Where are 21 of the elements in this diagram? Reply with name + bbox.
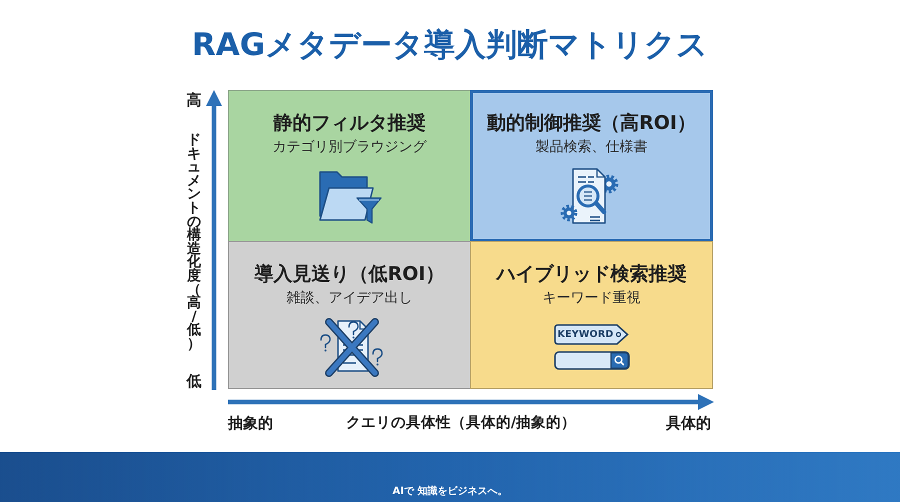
quadrant-heading: 導入見送り（低ROI）: [254, 262, 446, 286]
quadrant-box: [228, 90, 471, 242]
quadrant-box: [470, 241, 713, 389]
axis-end-label: 具体的: [665, 413, 711, 433]
axis-end-label: 高: [186, 90, 202, 110]
quadrant-subtitle: 製品検索、仕様書: [534, 138, 648, 156]
quadrant-heading: 動的制御推奨（高ROI）: [486, 111, 697, 135]
quadrant-subtitle: キーワード重視: [542, 289, 642, 307]
keyword-tag: KEYWORD: [554, 324, 629, 345]
title: RAGメタデータ導入判断マトリクス: [190, 26, 710, 64]
quadrant-heading: ハイブリッド検索推奨: [494, 262, 688, 286]
quadrant-subtitle: カテゴリ別ブラウジング: [272, 138, 428, 156]
axis-title: ドキュメントの構造化度（高/低）: [186, 134, 202, 352]
tagline: AIで 知識をビジネスへ。: [392, 485, 508, 499]
quadrant-heading: 静的フィルタ推奨: [272, 111, 426, 135]
quadrant-box: [228, 241, 471, 389]
quadrant-box: [470, 90, 713, 242]
axis-title: クエリの具体性（具体的/抽象的）: [344, 414, 578, 433]
axis-end-label: 低: [185, 371, 202, 391]
quadrant-subtitle: 雑談、アイデア出し: [286, 289, 414, 307]
axis-end-label: 抽象的: [228, 413, 273, 433]
